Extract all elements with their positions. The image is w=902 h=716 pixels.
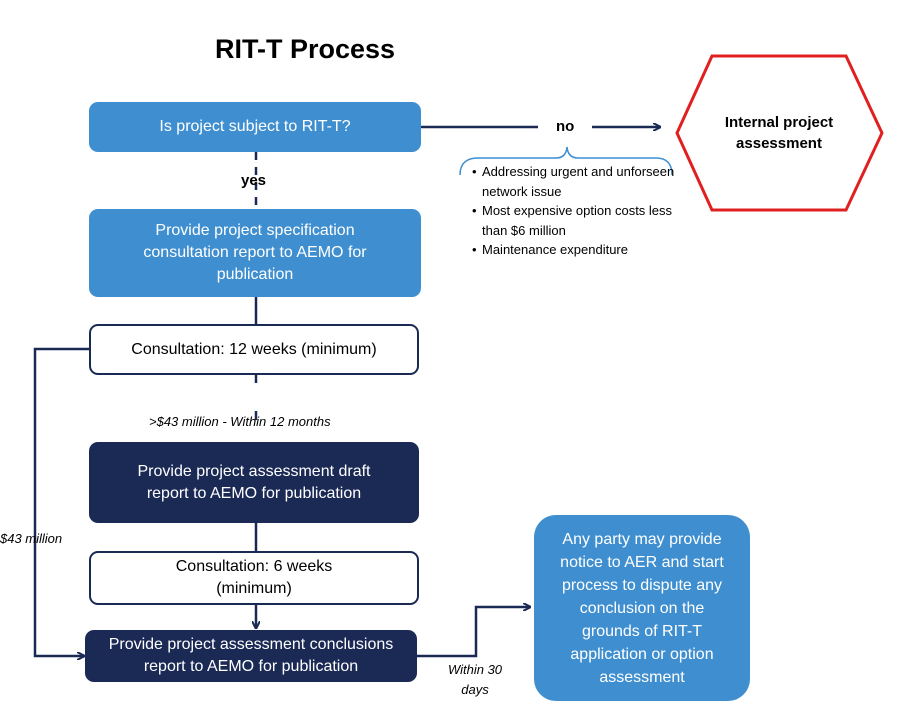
criteria-item: Addressing urgent and unforseen network … — [470, 162, 690, 201]
consultation-12-weeks-box: Consultation: 12 weeks (minimum) — [89, 324, 419, 375]
dispute-text: Any party may provide notice to AER and … — [560, 530, 724, 686]
within-30-days-label: Within 30 days — [447, 662, 503, 697]
criteria-bracket — [459, 146, 673, 176]
criteria-item: Most expensive option costs less than $6… — [470, 201, 690, 240]
consultation-6-weeks-text: Consultation: 6 weeks (minimum) — [175, 558, 333, 597]
no-label: no — [556, 118, 575, 135]
connector-within30-arrow — [416, 607, 530, 658]
specification-text: Provide project specification consultati… — [143, 222, 367, 283]
conclusions-report-box: Provide project assessment conclusions r… — [85, 630, 417, 682]
question-box: Is project subject to RIT-T? — [89, 102, 421, 152]
draft-report-text: Provide project assessment draft report … — [137, 462, 371, 502]
over-43-million-label: >$43 million - Within 12 months — [149, 414, 331, 429]
question-text: Is project subject to RIT-T? — [159, 118, 351, 135]
criteria-list: Addressing urgent and unforseen network … — [470, 162, 690, 260]
consultation-6-weeks-box: Consultation: 6 weeks (minimum) — [89, 551, 419, 605]
under-43-million-label: $43 million — [0, 531, 63, 546]
dispute-box: Any party may provide notice to AER and … — [534, 515, 750, 701]
yes-label: yes — [241, 172, 267, 189]
internal-assessment-hexagon — [675, 54, 884, 212]
conclusions-report-text: Provide project assessment conclusions r… — [108, 636, 394, 675]
criteria-item: Maintenance expenditure — [470, 240, 690, 260]
specification-box: Provide project specification consultati… — [89, 209, 421, 297]
consultation-12-weeks-text: Consultation: 12 weeks (minimum) — [131, 340, 377, 358]
draft-report-box: Provide project assessment draft report … — [89, 442, 419, 523]
page-title: RIT-T Process — [214, 34, 396, 64]
internal-assessment-text: Internal project assessment — [724, 114, 834, 152]
connector-under43-bypass — [33, 347, 90, 656]
